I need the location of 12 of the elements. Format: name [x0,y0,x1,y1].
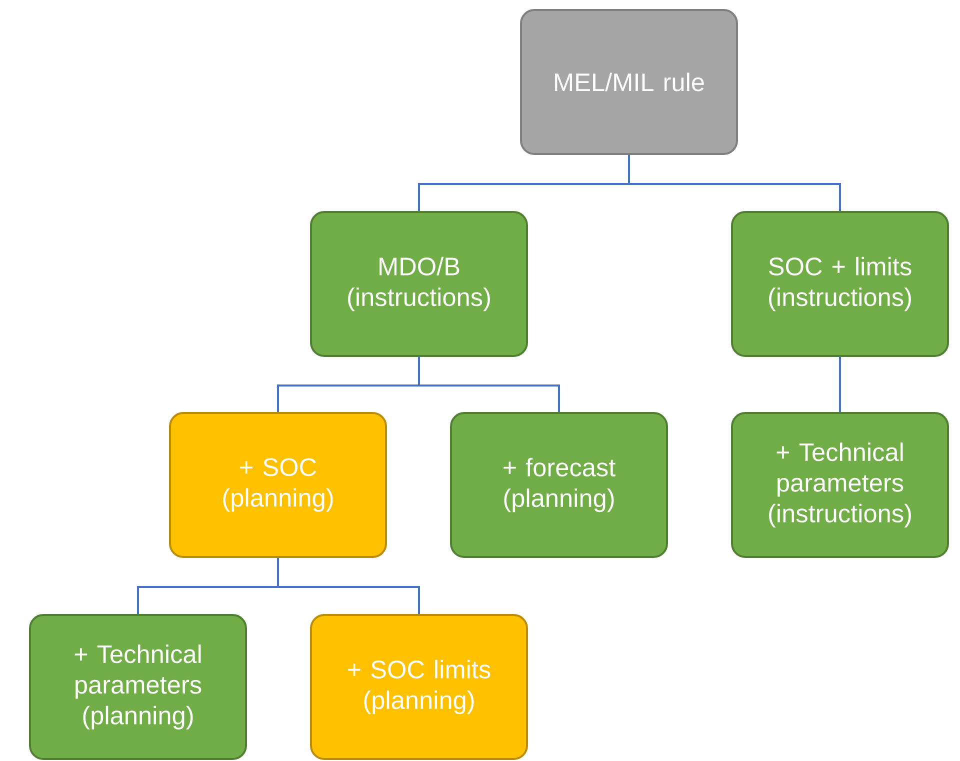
process-box: + forecast (planning) [450,412,668,558]
connector [277,558,420,614]
process-box: + Technical parameters (planning) [29,614,247,760]
connector [839,357,841,412]
process-box: SOC + limits (instructions) [731,211,949,357]
process-box: + SOC limits (planning) [310,614,528,760]
process-box: + Technical parameters (instructions) [731,412,949,558]
connector [418,357,560,412]
process-box: MEL/MIL rule [520,9,738,155]
connector [628,155,841,211]
process-box: MDO/B (instructions) [310,211,528,357]
process-box: + SOC (planning) [169,412,387,558]
